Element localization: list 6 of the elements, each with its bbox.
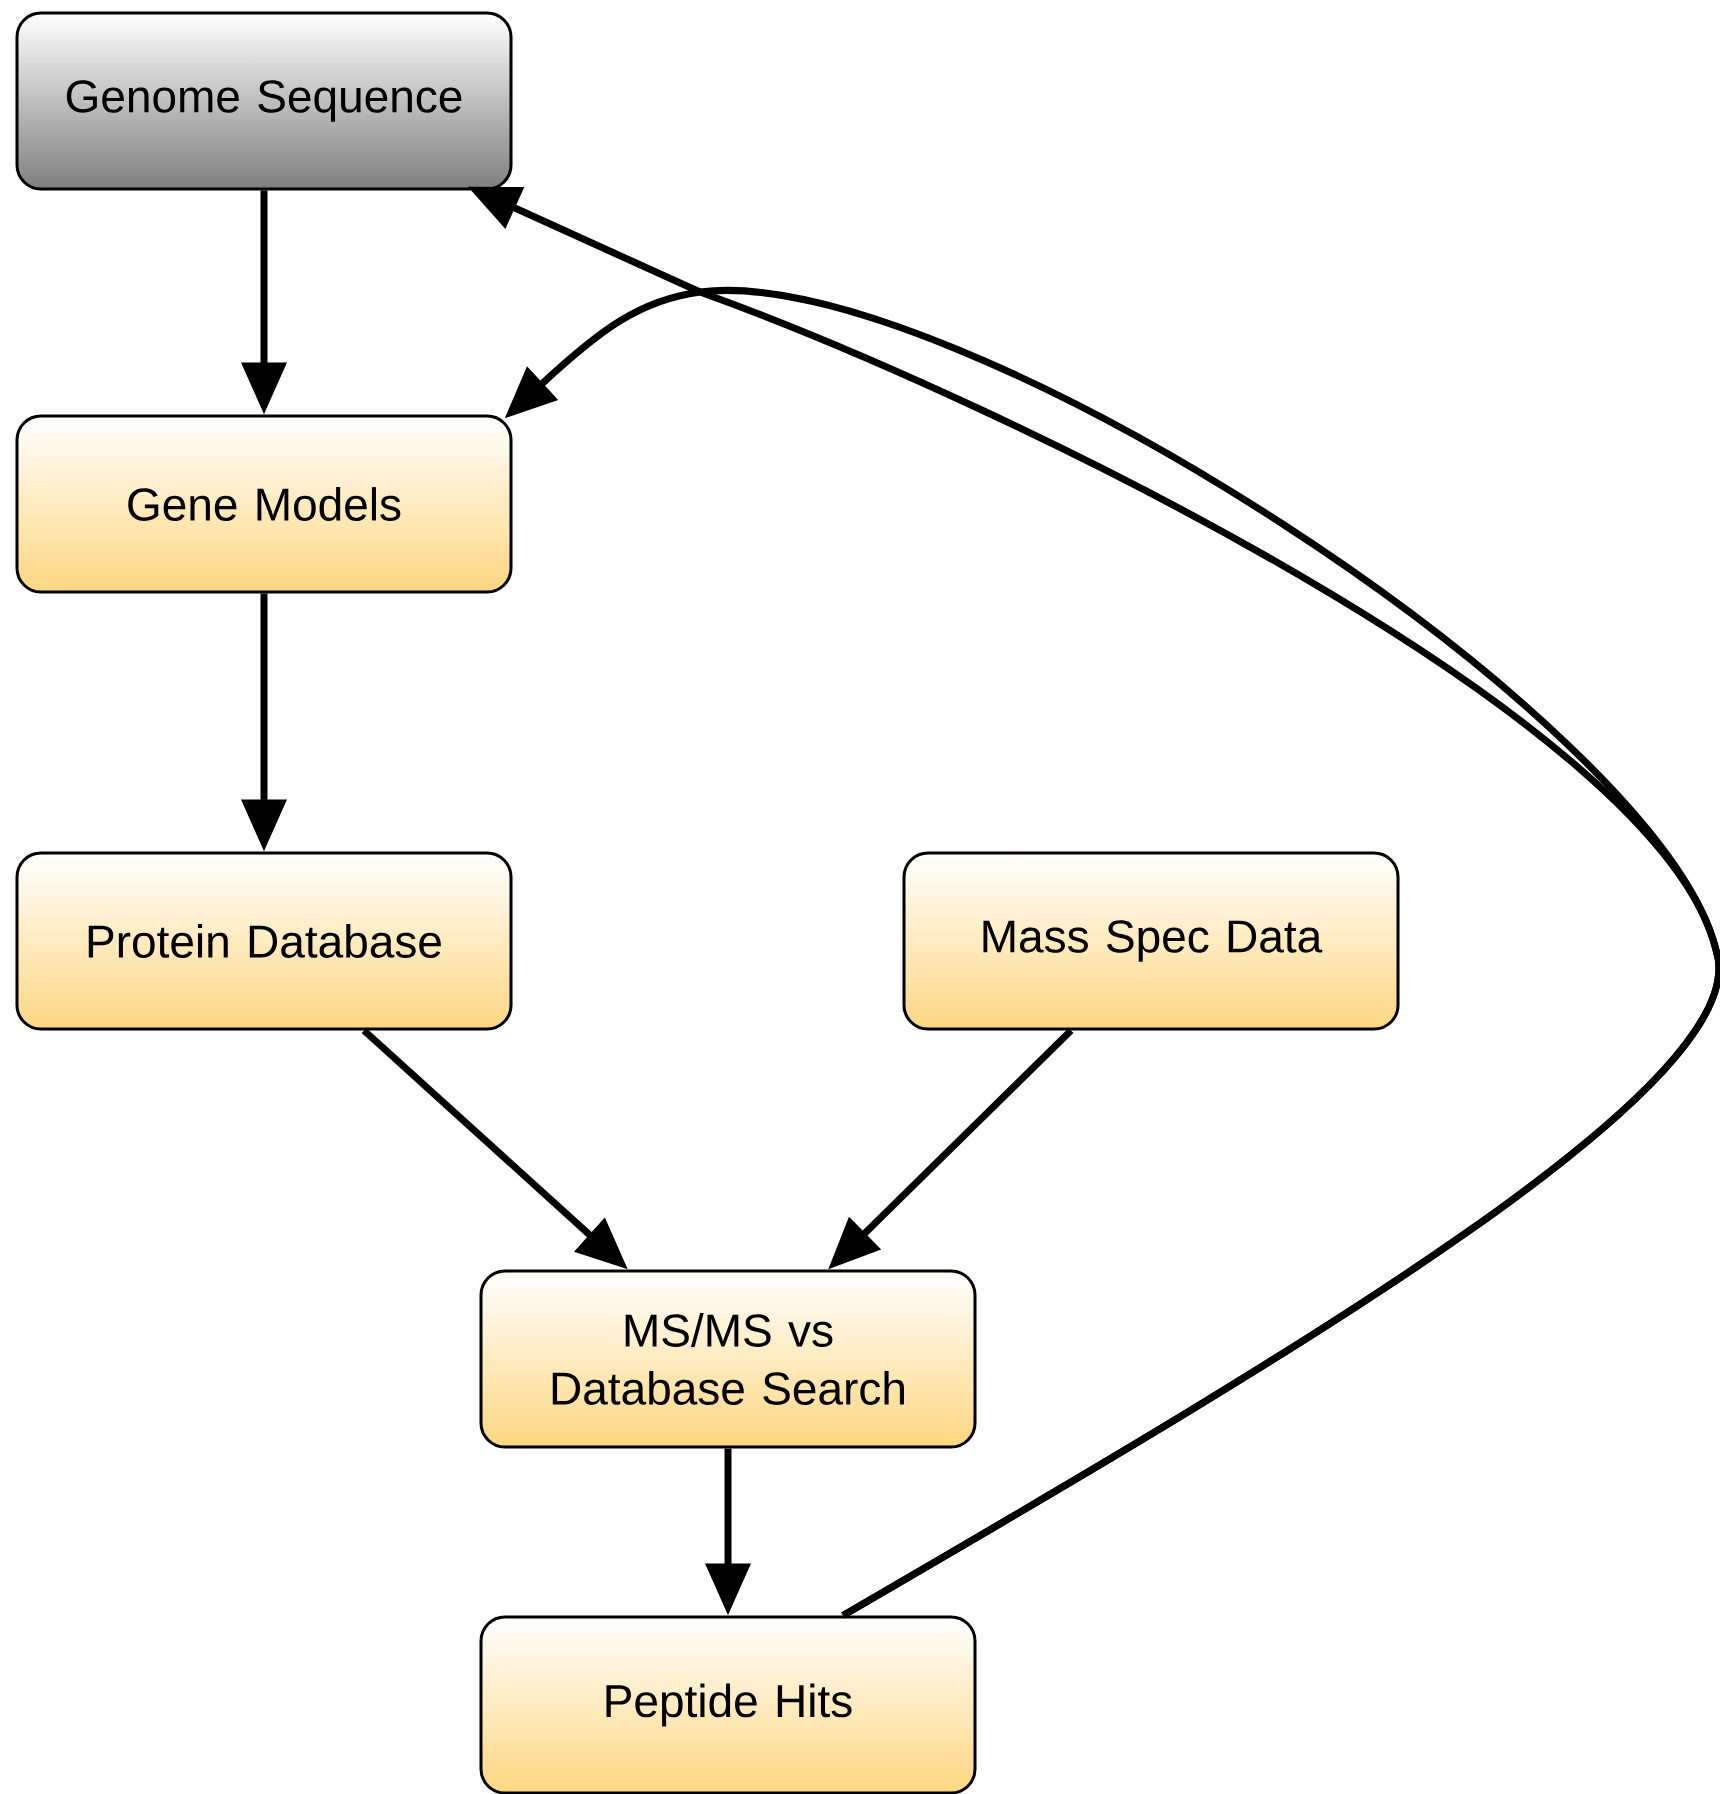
process-box: Peptide Hits (479, 1615, 977, 1794)
process-box: Genome Sequence (15, 11, 513, 191)
process-box: MS/MS vs Database Search (479, 1269, 977, 1449)
process-box: Mass Spec Data (902, 851, 1400, 1031)
process-box: Protein Database (15, 851, 513, 1031)
process-box: Gene Models (15, 414, 513, 594)
